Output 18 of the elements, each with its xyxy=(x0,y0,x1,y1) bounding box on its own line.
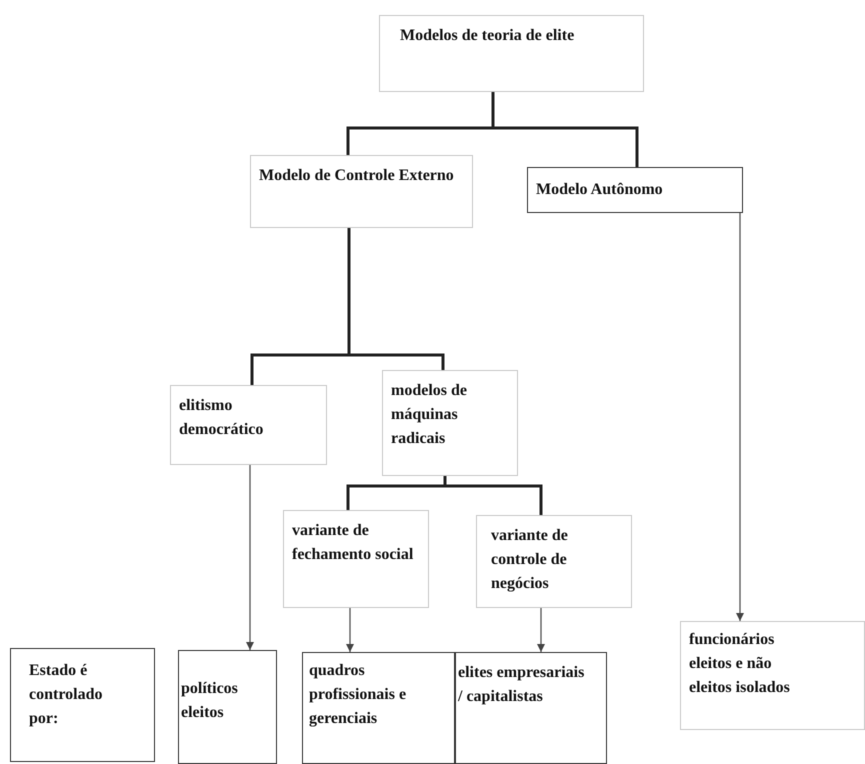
text-box: Modelo de Controle Externo xyxy=(250,155,473,228)
text-box: variante de controle de negócios xyxy=(476,515,632,608)
text-box: Modelos de teoria de elite xyxy=(379,15,644,92)
arrow xyxy=(736,213,744,621)
arrow xyxy=(537,608,545,652)
text-box: Estado é controlado por: xyxy=(10,648,155,762)
text-box: variante de fechamento social xyxy=(283,510,429,608)
text-box: quadros profissionais e gerenciais xyxy=(302,652,455,764)
arrow xyxy=(346,608,354,652)
text-box: políticos eleitos xyxy=(178,650,277,764)
text-box: modelos de máquinas radicais xyxy=(382,370,518,476)
text-box: Modelo Autônomo xyxy=(527,167,743,213)
connector-line xyxy=(348,228,444,370)
text-box: elitismo democrático xyxy=(170,385,327,465)
text-box: elites empresariais / capitalistas xyxy=(455,652,607,764)
text-box: funcionários eleitos e não eleitos isolados xyxy=(680,621,865,730)
arrow xyxy=(246,465,254,650)
connector-line xyxy=(444,476,542,515)
